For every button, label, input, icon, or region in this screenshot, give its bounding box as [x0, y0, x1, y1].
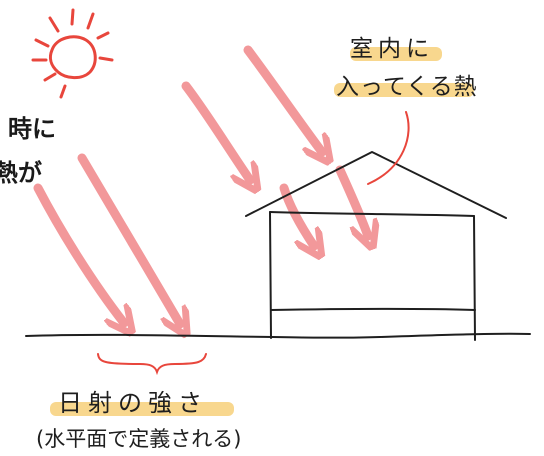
sun-rays: [33, 45, 368, 324]
callout-line: [367, 111, 410, 185]
ray-indoor-1: [279, 183, 314, 246]
house-roof: [245, 151, 507, 219]
house-wall-left: [269, 211, 272, 339]
house: [245, 151, 507, 341]
highlight-indoor-2: [334, 83, 474, 97]
ray-ground-2: [77, 153, 180, 324]
ground-bracket: [97, 353, 207, 376]
ray-house-2: [243, 45, 322, 152]
label-indoor-heat-line-1: 室内に: [350, 36, 434, 62]
ground-line: [25, 332, 531, 339]
sun-icon: [31, 8, 114, 99]
label-indoor-heat-line-2: 入ってくる熱: [336, 74, 478, 100]
house-wall-right: [473, 215, 476, 341]
ray-ground-1: [33, 183, 124, 323]
house-attic-line: [269, 211, 475, 217]
highlight-indoor-1: [350, 47, 442, 61]
label-definition-note: (水平面で定義される): [36, 427, 241, 451]
partial-text-line-2: 熱が: [0, 159, 42, 187]
ray-house-1: [181, 81, 250, 180]
partial-text-line-1: 時に: [8, 115, 56, 143]
label-solar-intensity: 日射の強さ: [58, 389, 208, 417]
highlight-solar: [50, 402, 234, 416]
ray-indoor-2: [335, 165, 368, 236]
house-floor-line: [270, 307, 476, 311]
